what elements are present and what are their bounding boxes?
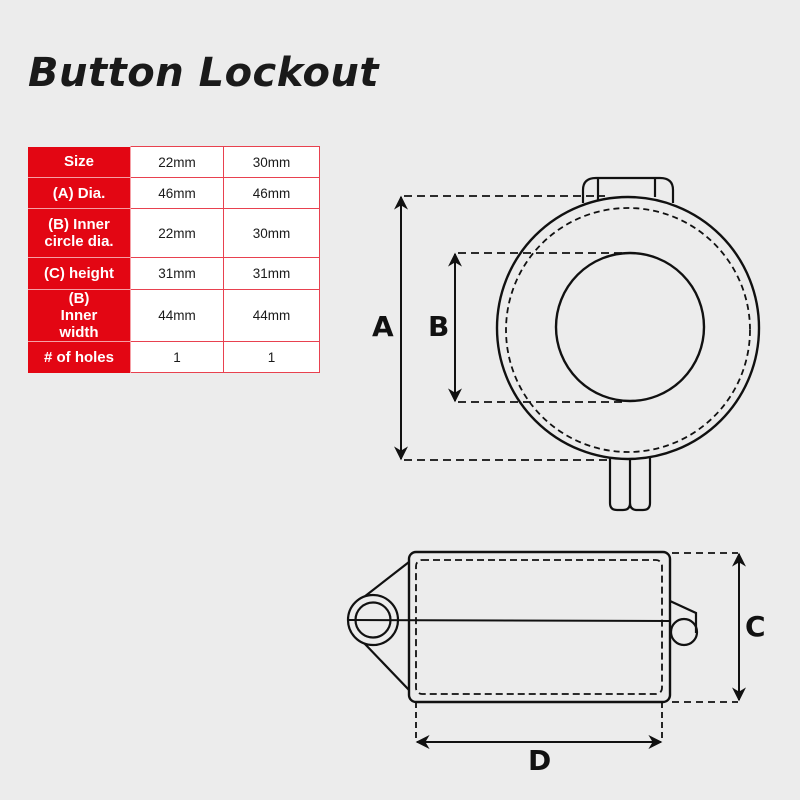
row-label: Size [28,146,131,178]
top-tab [581,176,675,203]
dim-label-c: C [745,610,766,643]
dim-label-b: B [428,310,450,343]
dashed-ring [505,207,751,453]
page-title: Button Lockout [28,50,380,96]
cell-30mm: 1 [223,341,320,373]
cell-30mm: 46mm [223,177,320,209]
cell-22mm: 46mm [130,177,224,209]
row-label: (C) height [28,257,131,290]
table-row: (B) Inner circle dia. 22mm 30mm [28,208,320,258]
cell-30mm: 30mm [223,208,320,258]
table-row: (B) Inner width 44mm 44mm [28,289,320,342]
cell-30mm: 31mm [223,257,320,290]
table-row: # of holes 1 1 [28,341,320,373]
table-row: (A) Dia. 46mm 46mm [28,177,320,209]
front-view [394,176,761,512]
outer-circle [495,195,761,461]
bottom-pegs [608,458,652,512]
cell-30mm: 44mm [223,289,320,342]
row-label: (B) Inner circle dia. [28,208,131,258]
cell-22mm: 31mm [130,257,224,290]
spec-table: Size 22mm 30mm (A) Dia. 46mm 46mm (B) In… [28,146,320,373]
cell-22mm: 22mm [130,146,224,178]
cell-22mm: 44mm [130,289,224,342]
inner-circle [554,251,706,403]
body-outline [407,550,672,704]
left-lug [363,561,410,691]
table-row: (C) height 31mm 31mm [28,257,320,290]
dim-label-d: D [528,744,552,777]
row-label: # of holes [28,341,131,373]
cell-22mm: 1 [130,341,224,373]
side-view [346,550,746,749]
table-row: Size 22mm 30mm [28,146,320,178]
dim-label-a: A [372,310,394,343]
body-dashed [415,559,663,695]
cell-30mm: 30mm [223,146,320,178]
row-label: (A) Dia. [28,177,131,209]
row-label: (B) Inner width [28,289,131,342]
